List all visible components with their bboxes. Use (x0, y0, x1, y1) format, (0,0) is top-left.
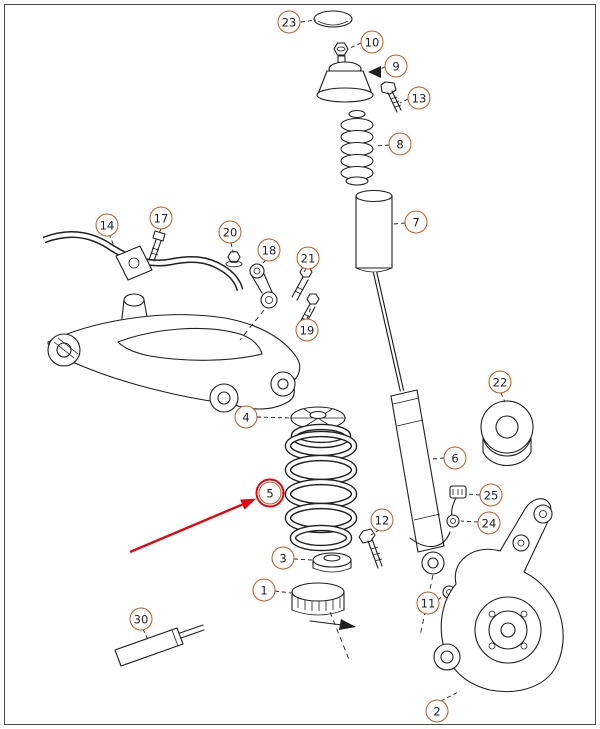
callout-13[interactable]: 13 (407, 86, 431, 110)
highlight-arrow (129, 498, 257, 554)
callout-17[interactable]: 17 (149, 206, 173, 230)
callout-22[interactable]: 22 (488, 370, 512, 394)
callout-4[interactable]: 4 (234, 405, 258, 429)
coil-spring-part-5 (284, 423, 358, 552)
callout-19[interactable]: 19 (295, 318, 319, 342)
callout-11[interactable]: 11 (416, 591, 440, 615)
highlight-arrow-head (240, 498, 257, 510)
callout-8[interactable]: 8 (388, 132, 412, 156)
callout-30[interactable]: 30 (129, 607, 153, 631)
grease-cartridge-part-30 (114, 624, 205, 667)
callout-7[interactable]: 7 (404, 210, 428, 234)
stabilizer-bar-part-14 (42, 231, 244, 292)
spring-seat-part-3 (312, 552, 352, 573)
callout-24[interactable]: 24 (477, 511, 501, 535)
stabilizer-link-part-18 (249, 263, 278, 309)
callout-23[interactable]: 23 (277, 10, 301, 34)
shock-absorber-part-6 (372, 271, 451, 575)
bolt-part-17 (148, 230, 166, 262)
spring-pad-part-1 (291, 582, 345, 616)
wheel-carrier-part-2 (433, 498, 564, 693)
callout-1[interactable]: 1 (252, 578, 276, 602)
callout-14[interactable]: 14 (95, 213, 119, 237)
control-arm-drawing (47, 293, 301, 413)
callout-3[interactable]: 3 (271, 546, 295, 570)
sensor-connector-part-25 (449, 485, 467, 517)
bolt-part-12 (358, 528, 383, 569)
callout-21[interactable]: 21 (296, 246, 320, 270)
grommet-part-24 (446, 514, 460, 528)
direction-arrow-icon (368, 66, 381, 78)
bolt-part-13 (380, 81, 402, 113)
nut-part-20 (225, 251, 243, 268)
callout-12[interactable]: 12 (370, 508, 394, 532)
callout-18[interactable]: 18 (257, 238, 281, 262)
callout-20[interactable]: 20 (218, 220, 242, 244)
nut-part-10 (333, 42, 349, 56)
stabilizer-clamp (115, 245, 153, 281)
callout-2[interactable]: 2 (425, 699, 449, 723)
bushing-mount-part-22 (480, 400, 534, 466)
dome-cap-part-23 (313, 10, 353, 28)
spring-cap-part-4 (290, 406, 346, 430)
callout-10[interactable]: 10 (360, 30, 384, 54)
dust-tube-part-7 (355, 189, 393, 273)
callout-25[interactable]: 25 (479, 483, 503, 507)
callout-9[interactable]: 9 (384, 54, 408, 78)
highlight-arrow-line (129, 501, 247, 554)
callout-5[interactable]: 5 (255, 478, 285, 508)
bump-stop-boot-part-8 (340, 109, 374, 186)
direction-arrow-bottom (309, 619, 356, 630)
bolt-part-19 (298, 293, 320, 328)
callout-6[interactable]: 6 (443, 446, 467, 470)
strut-mount-part-9 (316, 55, 381, 103)
